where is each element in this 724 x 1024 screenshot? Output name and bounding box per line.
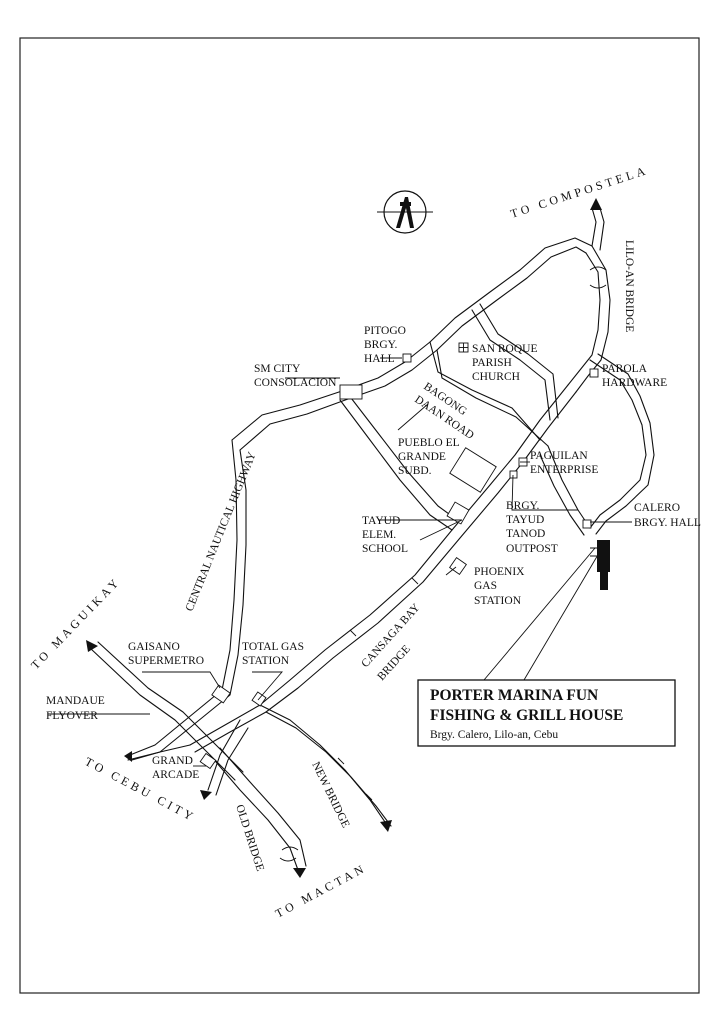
label-phoenix: PHOENIX [474, 566, 525, 578]
label-mandaue-flyover-2: FLYOVER [46, 710, 98, 722]
label-old-bridge: OLD BRIDGE [233, 803, 266, 873]
label-pueblo-2: GRANDE [398, 451, 446, 463]
gaisano-building-icon [211, 684, 231, 704]
pitogo-hall-building-icon [402, 353, 412, 363]
label-sm-city: SM CITY [254, 363, 301, 375]
label-paguilan: PAGUILAN [530, 450, 588, 462]
label-gaisano: GAISANO [128, 641, 180, 653]
direction-arrows [86, 198, 602, 878]
label-tanod-2: TAYUD [506, 514, 544, 526]
label-tayud-school-2: ELEM. [362, 529, 396, 541]
label-grand-arcade-2: ARCADE [152, 769, 199, 781]
label-san-roque: SAN ROQUE [472, 343, 538, 355]
pueblo-building-icon [449, 447, 497, 493]
north-arrow-compass-icon [377, 190, 433, 234]
label-paguilan-2: ENTERPRISE [530, 464, 598, 476]
label-pueblo-3: SUBD. [398, 465, 432, 477]
label-tanod-3: TANOD [506, 528, 545, 540]
label-lilo-an-bridge: LILO-AN BRIDGE [623, 240, 635, 332]
destination-box: PORTER MARINA FUN FISHING & GRILL HOUSE … [417, 679, 676, 747]
label-central-highway: CENTRAL NAUTICAL HIGHWAY [184, 450, 259, 613]
label-tayud-school: TAYUD [362, 515, 400, 527]
label-phoenix-2: GAS [474, 580, 497, 592]
label-san-roque-3: CHURCH [472, 371, 520, 383]
label-calero-2: BRGY. HALL [634, 517, 701, 529]
grand-arcade-building-icon [199, 752, 217, 770]
label-phoenix-3: STATION [474, 595, 522, 607]
calero-hall-building-icon [582, 519, 592, 529]
label-tanod: BRGY. [506, 500, 539, 512]
parola-hardware-building-icon [589, 368, 599, 378]
label-gaisano-2: SUPERMETRO [128, 655, 204, 667]
label-to-mactan: TO MACTAN [273, 861, 369, 921]
tayud-school-building-icon [446, 501, 470, 525]
marina-building-icon [590, 540, 610, 590]
sm-city-building-icon [339, 384, 363, 400]
label-pueblo: PUEBLO EL [398, 437, 460, 449]
callout-lines [48, 357, 632, 767]
road-network [89, 207, 655, 871]
label-to-compostela: TO COMPOSTELA [509, 163, 651, 221]
label-grand-arcade: GRAND [152, 755, 193, 767]
label-sm-city-2: CONSOLACION [254, 377, 337, 389]
landmark-buildings [199, 342, 599, 770]
label-pitogo-2: BRGY. [364, 339, 397, 351]
map-frame [19, 37, 700, 994]
label-to-maguikay: TO MAGUIKAY [28, 574, 123, 672]
label-tanod-4: OUTPOST [506, 543, 558, 555]
label-total-gas: TOTAL GAS [242, 641, 304, 653]
destination-title-1: PORTER MARINA FUN [430, 687, 598, 704]
bridge-markers [279, 266, 607, 862]
label-total-gas-2: STATION [242, 655, 290, 667]
tanod-outpost-building-icon [509, 470, 518, 479]
label-tayud-school-3: SCHOOL [362, 543, 408, 555]
label-parola: PAROLA [602, 363, 648, 375]
label-mandaue-flyover: MANDAUE [46, 695, 105, 707]
destination-address: Brgy. Calero, Lilo-an, Cebu [430, 729, 558, 741]
label-pitogo-3: HALL [364, 353, 395, 365]
label-san-roque-2: PARISH [472, 357, 512, 369]
label-calero: CALERO [634, 502, 680, 514]
destination-title-2: FISHING & GRILL HOUSE [430, 707, 623, 724]
label-parola-2: HARDWARE [602, 377, 667, 389]
phoenix-gas-building-icon [449, 557, 467, 575]
label-pitogo: PITOGO [364, 325, 406, 337]
